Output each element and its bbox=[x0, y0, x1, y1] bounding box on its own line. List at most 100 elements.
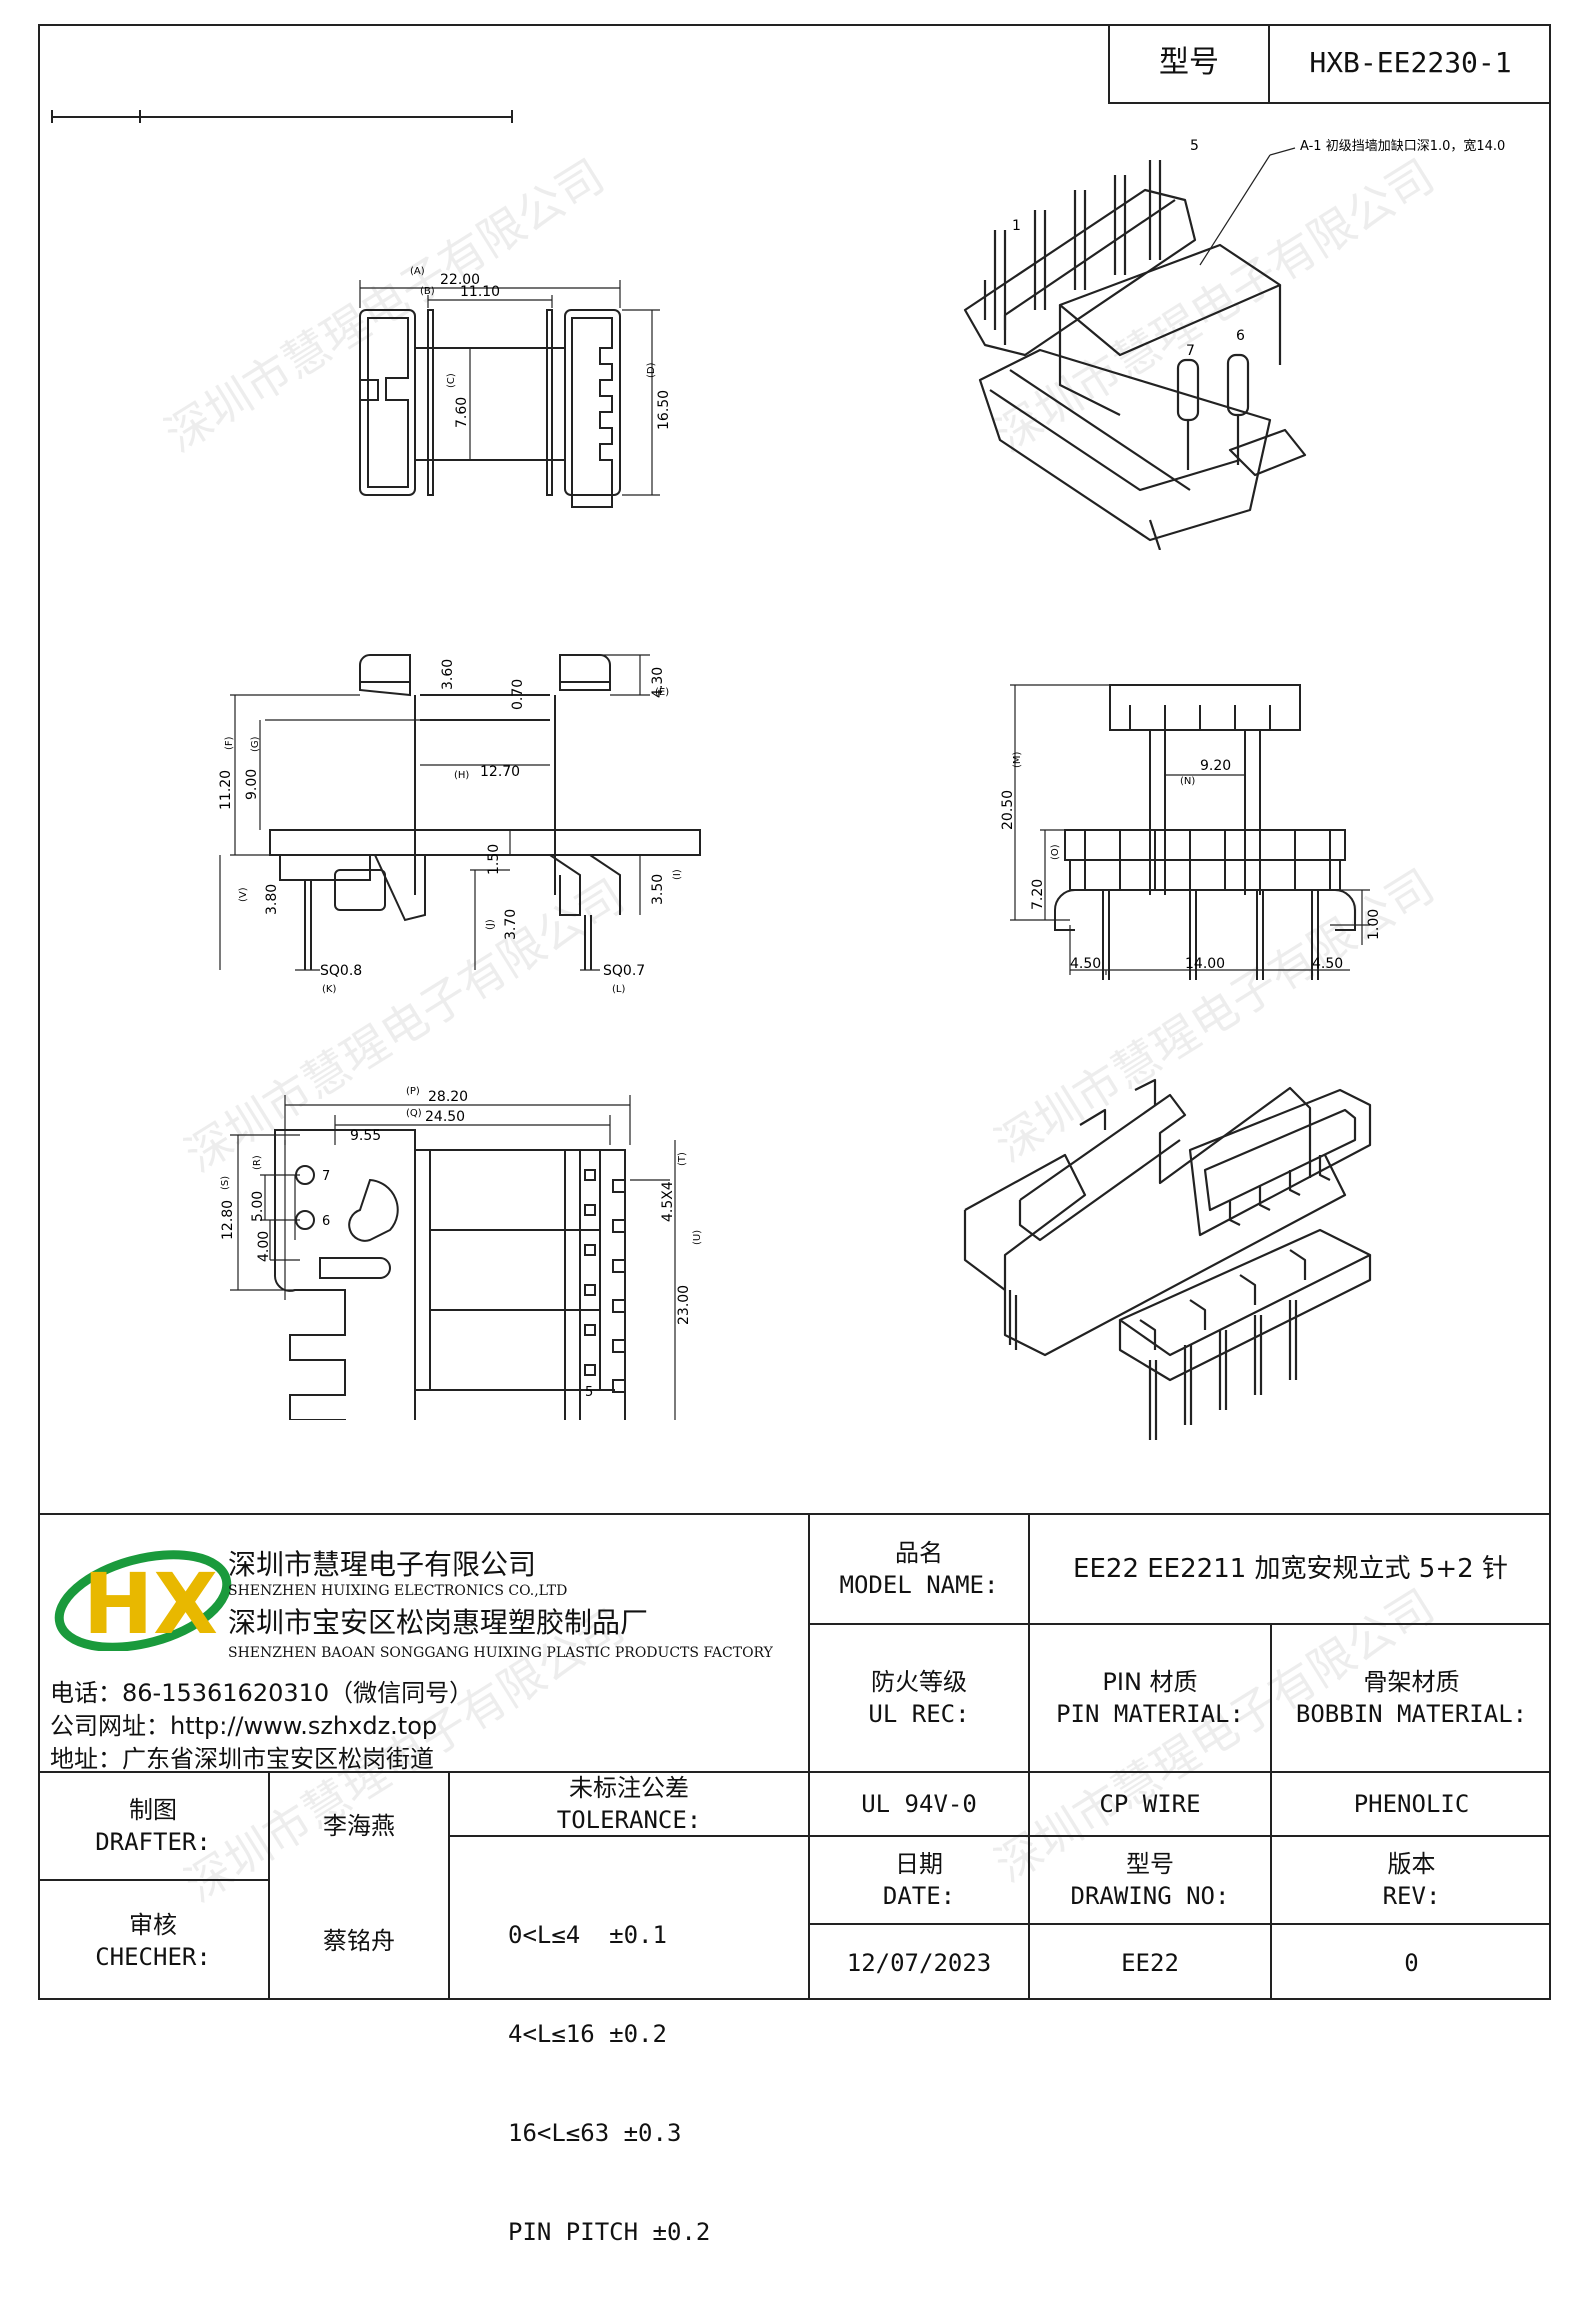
front-dim-v6: 3.50 bbox=[650, 874, 666, 905]
front-dim-v1: 11.20 bbox=[218, 770, 234, 810]
ref-label: (L) bbox=[612, 984, 625, 995]
ref-label: (O) bbox=[1050, 844, 1061, 860]
model-name-value: EE22 EE2211 加宽安规立式 5+2 针 bbox=[1073, 1554, 1508, 1584]
company-logo: HX bbox=[54, 1550, 232, 1651]
ref-label: (P) bbox=[406, 1086, 420, 1097]
pin-material-en: PIN MATERIAL: bbox=[1056, 1700, 1244, 1728]
checker-en: CHECHER: bbox=[95, 1942, 211, 1971]
rev-label: 版本 REV: bbox=[1272, 1837, 1551, 1923]
model-name-label: 品名 MODEL NAME: bbox=[810, 1515, 1028, 1623]
front-dim-v5: 3.70 bbox=[503, 909, 519, 940]
ref-label: (E) bbox=[655, 687, 669, 698]
title-block: HX 深圳市慧瑆电子有限公司 SHENZHEN HUIXING ELECTRON… bbox=[38, 1513, 1551, 2246]
tolerance-list: 0<L≤4 ±0.1 4<L≤16 ±0.2 16<L≤63 ±0.3 PIN … bbox=[508, 1853, 710, 2315]
factory-name-en: SHENZHEN BAOAN SONGGANG HUIXING PLASTIC … bbox=[228, 1645, 773, 1661]
ref-label: (M) bbox=[1012, 751, 1023, 768]
pin-material-value: CP WIRE bbox=[1099, 1790, 1201, 1818]
company-address: 地址：广东省深圳市宝安区松岗街道 bbox=[50, 1745, 434, 1773]
bottom-dim-w2: 24.50 bbox=[425, 1109, 465, 1125]
ref-label: (T) bbox=[677, 1152, 688, 1166]
front-dim-v3: 3.80 bbox=[264, 884, 280, 915]
bobbin-material-cn: 骨架材质 bbox=[1363, 1668, 1460, 1696]
pin-material-cn: PIN 材质 bbox=[1102, 1668, 1198, 1696]
checker-name: 蔡铭舟 bbox=[323, 1926, 395, 1955]
bottom-pin6-label: 6 bbox=[322, 1214, 330, 1229]
tolerance-label: 未标注公差 TOLERANCE: bbox=[450, 1773, 808, 1835]
iso-pin1-label: 1 bbox=[1012, 218, 1021, 234]
front-dim-sq1: SQ0.8 bbox=[320, 963, 362, 979]
tolerance-cn: 未标注公差 bbox=[569, 1774, 689, 1802]
ref-label: (Q) bbox=[406, 1108, 422, 1119]
drawing-frame bbox=[38, 24, 1551, 2000]
ref-label: (N) bbox=[1180, 776, 1195, 787]
iso-view-top: 5 A-1 初级挡墙加缺口深1.0，宽14.0 1 7 6 bbox=[963, 138, 1505, 550]
iso-view-bottom bbox=[963, 1078, 1372, 1440]
ul-rec-en: UL REC: bbox=[868, 1700, 970, 1728]
bobbin-material-value: PHENOLIC bbox=[1353, 1790, 1470, 1818]
ref-label: (R) bbox=[252, 1155, 263, 1170]
rev-value: 0 bbox=[1404, 1948, 1419, 1977]
tolerance-line: 4<L≤16 ±0.2 bbox=[508, 2020, 667, 2048]
bottom-dim-w3: 9.55 bbox=[350, 1128, 381, 1144]
front-dim-h3: 4.30 bbox=[650, 667, 666, 698]
date-label: 日期 DATE: bbox=[810, 1837, 1028, 1923]
checker-label: 审核 CHECHER: bbox=[38, 1881, 268, 2000]
ref-label: (C) bbox=[446, 373, 457, 388]
ref-label: (J) bbox=[485, 919, 496, 930]
front-dim-h1: 3.60 bbox=[440, 659, 456, 690]
top-dim-a: 22.00 bbox=[440, 272, 480, 288]
header-model-box: 型号 HXB-EE2230-1 bbox=[1108, 24, 1551, 104]
front-dim-w1: 12.70 bbox=[480, 764, 520, 780]
side-dim-t: 1.00 bbox=[1366, 909, 1382, 940]
ref-label: (A) bbox=[410, 266, 425, 277]
drawing-no-cn: 型号 bbox=[1126, 1850, 1174, 1878]
bottom-dim-pitch: 4.5X4 bbox=[660, 1181, 676, 1222]
ref-label: (D) bbox=[646, 362, 657, 378]
ref-label: (B) bbox=[420, 286, 435, 297]
side-view-drawing: 20.50 (M) 9.20 (N) 7.20 (O) 4.50 14.00 4… bbox=[1000, 684, 1382, 980]
drawing-no-label: 型号 DRAWING NO: bbox=[1030, 1837, 1270, 1923]
front-dim-h2: 0.70 bbox=[510, 679, 526, 710]
front-dim-v2: 9.00 bbox=[244, 769, 260, 800]
bottom-pin5-label: 5 bbox=[585, 1385, 593, 1400]
front-dim-v4: 1.50 bbox=[486, 844, 502, 875]
tolerance-line: PIN PITCH ±0.2 bbox=[508, 2218, 711, 2246]
tolerance-line: 0<L≤4 ±0.1 bbox=[508, 1921, 667, 1949]
ref-label: (I) bbox=[672, 869, 683, 880]
header-model-value: HXB-EE2230-1 bbox=[1309, 46, 1512, 79]
company-name-en: SHENZHEN HUIXING ELECTRONICS CO.,LTD bbox=[228, 1583, 568, 1599]
pin-material-label: PIN 材质 PIN MATERIAL: bbox=[1030, 1625, 1270, 1771]
side-dim-w: 9.20 bbox=[1200, 758, 1231, 774]
side-dim-r: 4.50 bbox=[1312, 956, 1343, 972]
iso-pin7-label: 7 bbox=[1186, 343, 1195, 359]
front-view-drawing: 3.60 0.70 4.30 (E) 12.70 (H) 11.20 (F) 9… bbox=[218, 654, 701, 995]
side-dim-h2: 7.20 bbox=[1030, 879, 1046, 910]
bottom-dim-v2: 5.00 bbox=[250, 1191, 266, 1222]
drawing-no-en: DRAWING NO: bbox=[1070, 1882, 1230, 1910]
bottom-dim-w1: 28.20 bbox=[428, 1089, 468, 1105]
drafter-label: 制图 DRAFTER: bbox=[38, 1773, 268, 1879]
bottom-dim-v1: 12.80 bbox=[220, 1200, 236, 1240]
side-dim-l: 4.50 bbox=[1070, 956, 1101, 972]
ref-label: (V) bbox=[238, 887, 249, 902]
header-model-label: 型号 bbox=[1110, 24, 1270, 102]
date-cn: 日期 bbox=[895, 1850, 943, 1878]
drafter-name: 李海燕 bbox=[323, 1812, 395, 1840]
top-dim-d: 16.50 bbox=[656, 390, 672, 430]
side-dim-h: 20.50 bbox=[1000, 790, 1016, 830]
ref-label: (K) bbox=[322, 984, 336, 995]
ref-label: (H) bbox=[454, 770, 469, 781]
factory-name-cn: 深圳市宝安区松岗惠瑆塑胶制品厂 bbox=[228, 1606, 649, 1639]
ref-label: (S) bbox=[220, 1176, 231, 1190]
scale-bar bbox=[51, 110, 513, 123]
bobbin-material-label: 骨架材质 BOBBIN MATERIAL: bbox=[1272, 1625, 1551, 1771]
ul-rec-label: 防火等级 UL REC: bbox=[810, 1625, 1028, 1771]
date-value: 12/07/2023 bbox=[846, 1948, 992, 1977]
ref-label: (F) bbox=[224, 736, 235, 750]
top-dim-c: 7.60 bbox=[454, 397, 470, 428]
company-phone: 电话：86-15361620310（微信同号） bbox=[50, 1679, 474, 1707]
date-en: DATE: bbox=[882, 1882, 956, 1910]
model-name-en: MODEL NAME: bbox=[839, 1571, 999, 1599]
tolerance-line: 16<L≤63 ±0.3 bbox=[508, 2119, 682, 2147]
checker-cn: 审核 bbox=[129, 1910, 177, 1939]
